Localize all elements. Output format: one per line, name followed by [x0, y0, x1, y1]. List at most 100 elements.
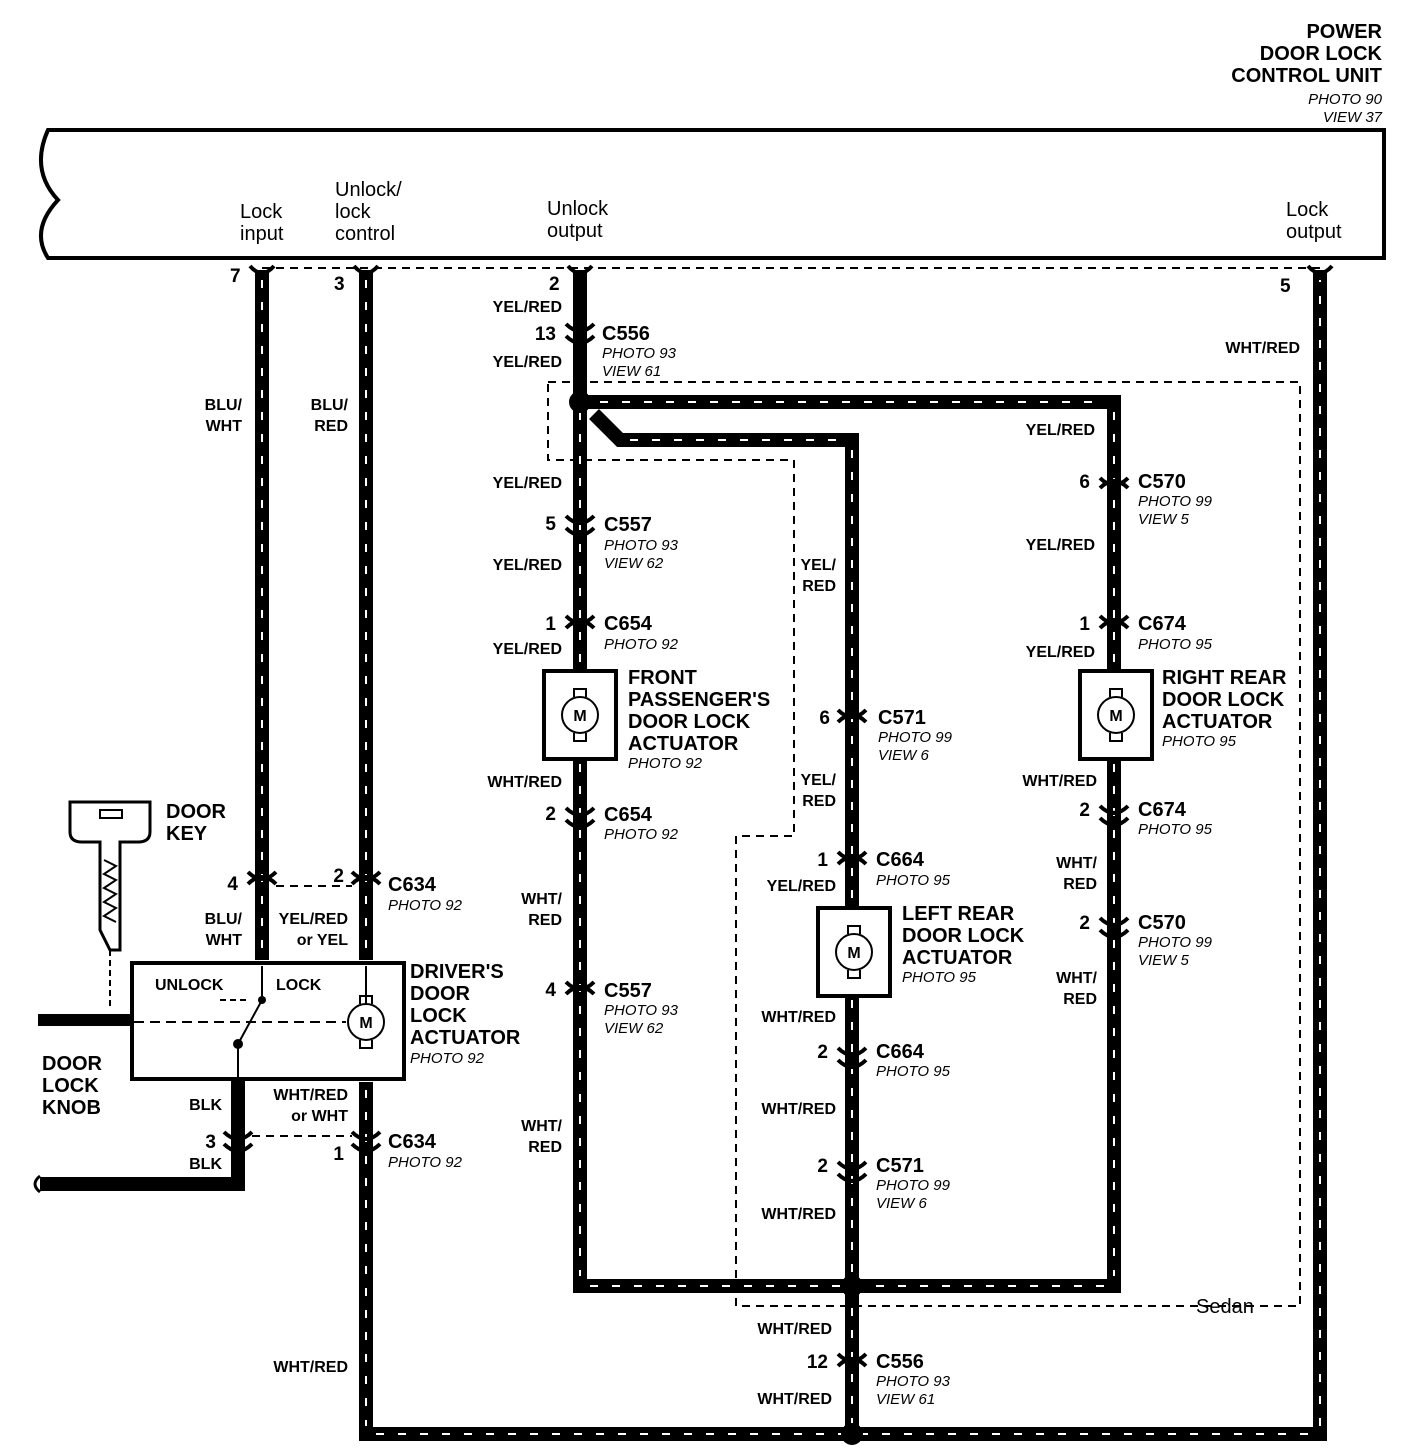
pin-7: 7 [230, 266, 241, 287]
c664-id-b: C664 [876, 1041, 925, 1063]
c674-photo-a: PHOTO 95 [1138, 636, 1213, 653]
driver-lock-label: LOCK [276, 977, 322, 994]
rr-line-3: ACTUATOR [1162, 711, 1273, 733]
unit-title-1: POWER [1306, 21, 1382, 43]
wc-red-2: RED [314, 418, 348, 435]
sig-lock-input-1: Lock [240, 201, 283, 223]
c674-photo-b: PHOTO 95 [1138, 821, 1213, 838]
c557-photo-b: PHOTO 93 [604, 1002, 679, 1019]
wc-fp-c2: RED [528, 912, 562, 929]
wc-fp-c1: WHT/ [521, 891, 562, 908]
c571-pin-6: 6 [819, 708, 830, 729]
door-key-label-1: DOOR [166, 801, 227, 823]
wc-d-a2: WHT [206, 932, 243, 949]
wc-c557-b: YEL/RED [493, 557, 562, 574]
knob-label-1: DOOR [42, 1053, 103, 1075]
c654-pin-1: 1 [545, 614, 556, 635]
wc-fp-d2: RED [528, 1139, 562, 1156]
wc-bottom-left: WHT/RED [273, 1359, 348, 1376]
door-key-label-2: KEY [166, 823, 208, 845]
fp-photo: PHOTO 92 [628, 755, 703, 772]
splice-ground [841, 1423, 863, 1445]
motor-symbols [347, 688, 1135, 1049]
drv-line-3: LOCK [410, 1005, 467, 1027]
c634-photo-b: PHOTO 92 [388, 1154, 463, 1171]
wc-rr-e2: RED [1063, 876, 1097, 893]
c570-photo-a: PHOTO 99 [1138, 493, 1213, 510]
c570-pin-2: 2 [1079, 913, 1090, 934]
c557-view-b: VIEW 62 [604, 1020, 664, 1037]
wc-lr-d: WHT/RED [761, 1009, 836, 1026]
knob-label-2: LOCK [42, 1075, 99, 1097]
wc-rr-c: YEL/RED [1026, 644, 1095, 661]
c571-id-a: C571 [878, 707, 926, 729]
c556-id-b: C556 [876, 1351, 924, 1373]
wc-rr-f1: WHT/ [1056, 970, 1097, 987]
wc-d-b2: or YEL [297, 932, 349, 949]
sig-unlock-out-2: output [547, 220, 603, 242]
c654-id-b: C654 [604, 804, 653, 826]
sedan-region [547, 381, 1301, 1307]
fp-line-2: PASSENGER'S [628, 689, 770, 711]
wc-lr-e: WHT/RED [761, 1101, 836, 1118]
c570-view-a: VIEW 5 [1138, 511, 1190, 528]
c634-photo-a: PHOTO 92 [388, 897, 463, 914]
fp-line-4: ACTUATOR [628, 733, 739, 755]
sig-unlock-out-1: Unlock [547, 198, 609, 220]
lr-motor-m: M [847, 945, 860, 962]
wc-lockout: WHT/RED [1225, 340, 1300, 357]
c570-view-b: VIEW 5 [1138, 952, 1190, 969]
c556-pin-13: 13 [535, 324, 556, 345]
wc-d-a1: BLU/ [205, 911, 243, 928]
c571-view-a: VIEW 6 [878, 747, 930, 764]
sig-control-2: lock [335, 201, 372, 223]
sig-control-3: control [335, 223, 395, 245]
wc-lr-b2: RED [802, 793, 836, 810]
wc-rr-b: YEL/RED [1026, 537, 1095, 554]
c654-pin-2: 2 [545, 804, 556, 825]
rr-photo: PHOTO 95 [1162, 733, 1237, 750]
drv-photo: PHOTO 92 [410, 1050, 485, 1067]
c664-pin-1: 1 [817, 850, 828, 871]
c570-id-b: C570 [1138, 912, 1186, 934]
c664-photo-b: PHOTO 95 [876, 1063, 951, 1080]
c570-pin-6: 6 [1079, 472, 1090, 493]
c571-pin-2: 2 [817, 1156, 828, 1177]
wc-b-b: WHT/RED [757, 1391, 832, 1408]
wc-c557-a: YEL/RED [493, 475, 562, 492]
drv-line-1: DRIVER'S [410, 961, 504, 983]
wc-blu-2: BLU/ [311, 397, 349, 414]
rr-motor-m: M [1109, 708, 1122, 725]
c634-id-a: C634 [388, 874, 437, 896]
driver-switch [134, 966, 367, 1080]
drv-line-2: DOOR [410, 983, 471, 1005]
wc-lr-a2: RED [802, 578, 836, 595]
wc-c654-a: YEL/RED [493, 641, 562, 658]
wc-lr-b1: YEL/ [800, 772, 836, 789]
drv-line-4: ACTUATOR [410, 1027, 521, 1049]
c664-photo-a: PHOTO 95 [876, 872, 951, 889]
knob-label-3: KNOB [42, 1097, 101, 1119]
unit-view: VIEW 37 [1323, 109, 1383, 126]
door-key-icon [68, 800, 152, 1010]
wc-d-c1: WHT/RED [273, 1087, 348, 1104]
c634-id-b: C634 [388, 1131, 437, 1153]
wc-blk-a: BLK [189, 1097, 222, 1114]
wc-b-a: WHT/RED [757, 1321, 832, 1338]
sedan-label: Sedan [1196, 1296, 1254, 1318]
c557-view: VIEW 62 [604, 555, 664, 572]
wc-fp-d1: WHT/ [521, 1118, 562, 1135]
wc-blu-1: BLU/ [205, 397, 243, 414]
unit-photo: PHOTO 90 [1308, 91, 1383, 108]
c654-photo-a: PHOTO 92 [604, 636, 679, 653]
wc-lr-c: YEL/RED [767, 878, 836, 895]
c570-photo-b: PHOTO 99 [1138, 934, 1213, 951]
wc-c556-a: YEL/RED [493, 299, 562, 316]
wire-marks [261, 280, 1321, 1435]
fp-line-1: FRONT [628, 667, 697, 689]
rr-line-1: RIGHT REAR [1162, 667, 1287, 689]
c556-pin-12: 12 [807, 1352, 828, 1373]
wires [38, 270, 1327, 1441]
